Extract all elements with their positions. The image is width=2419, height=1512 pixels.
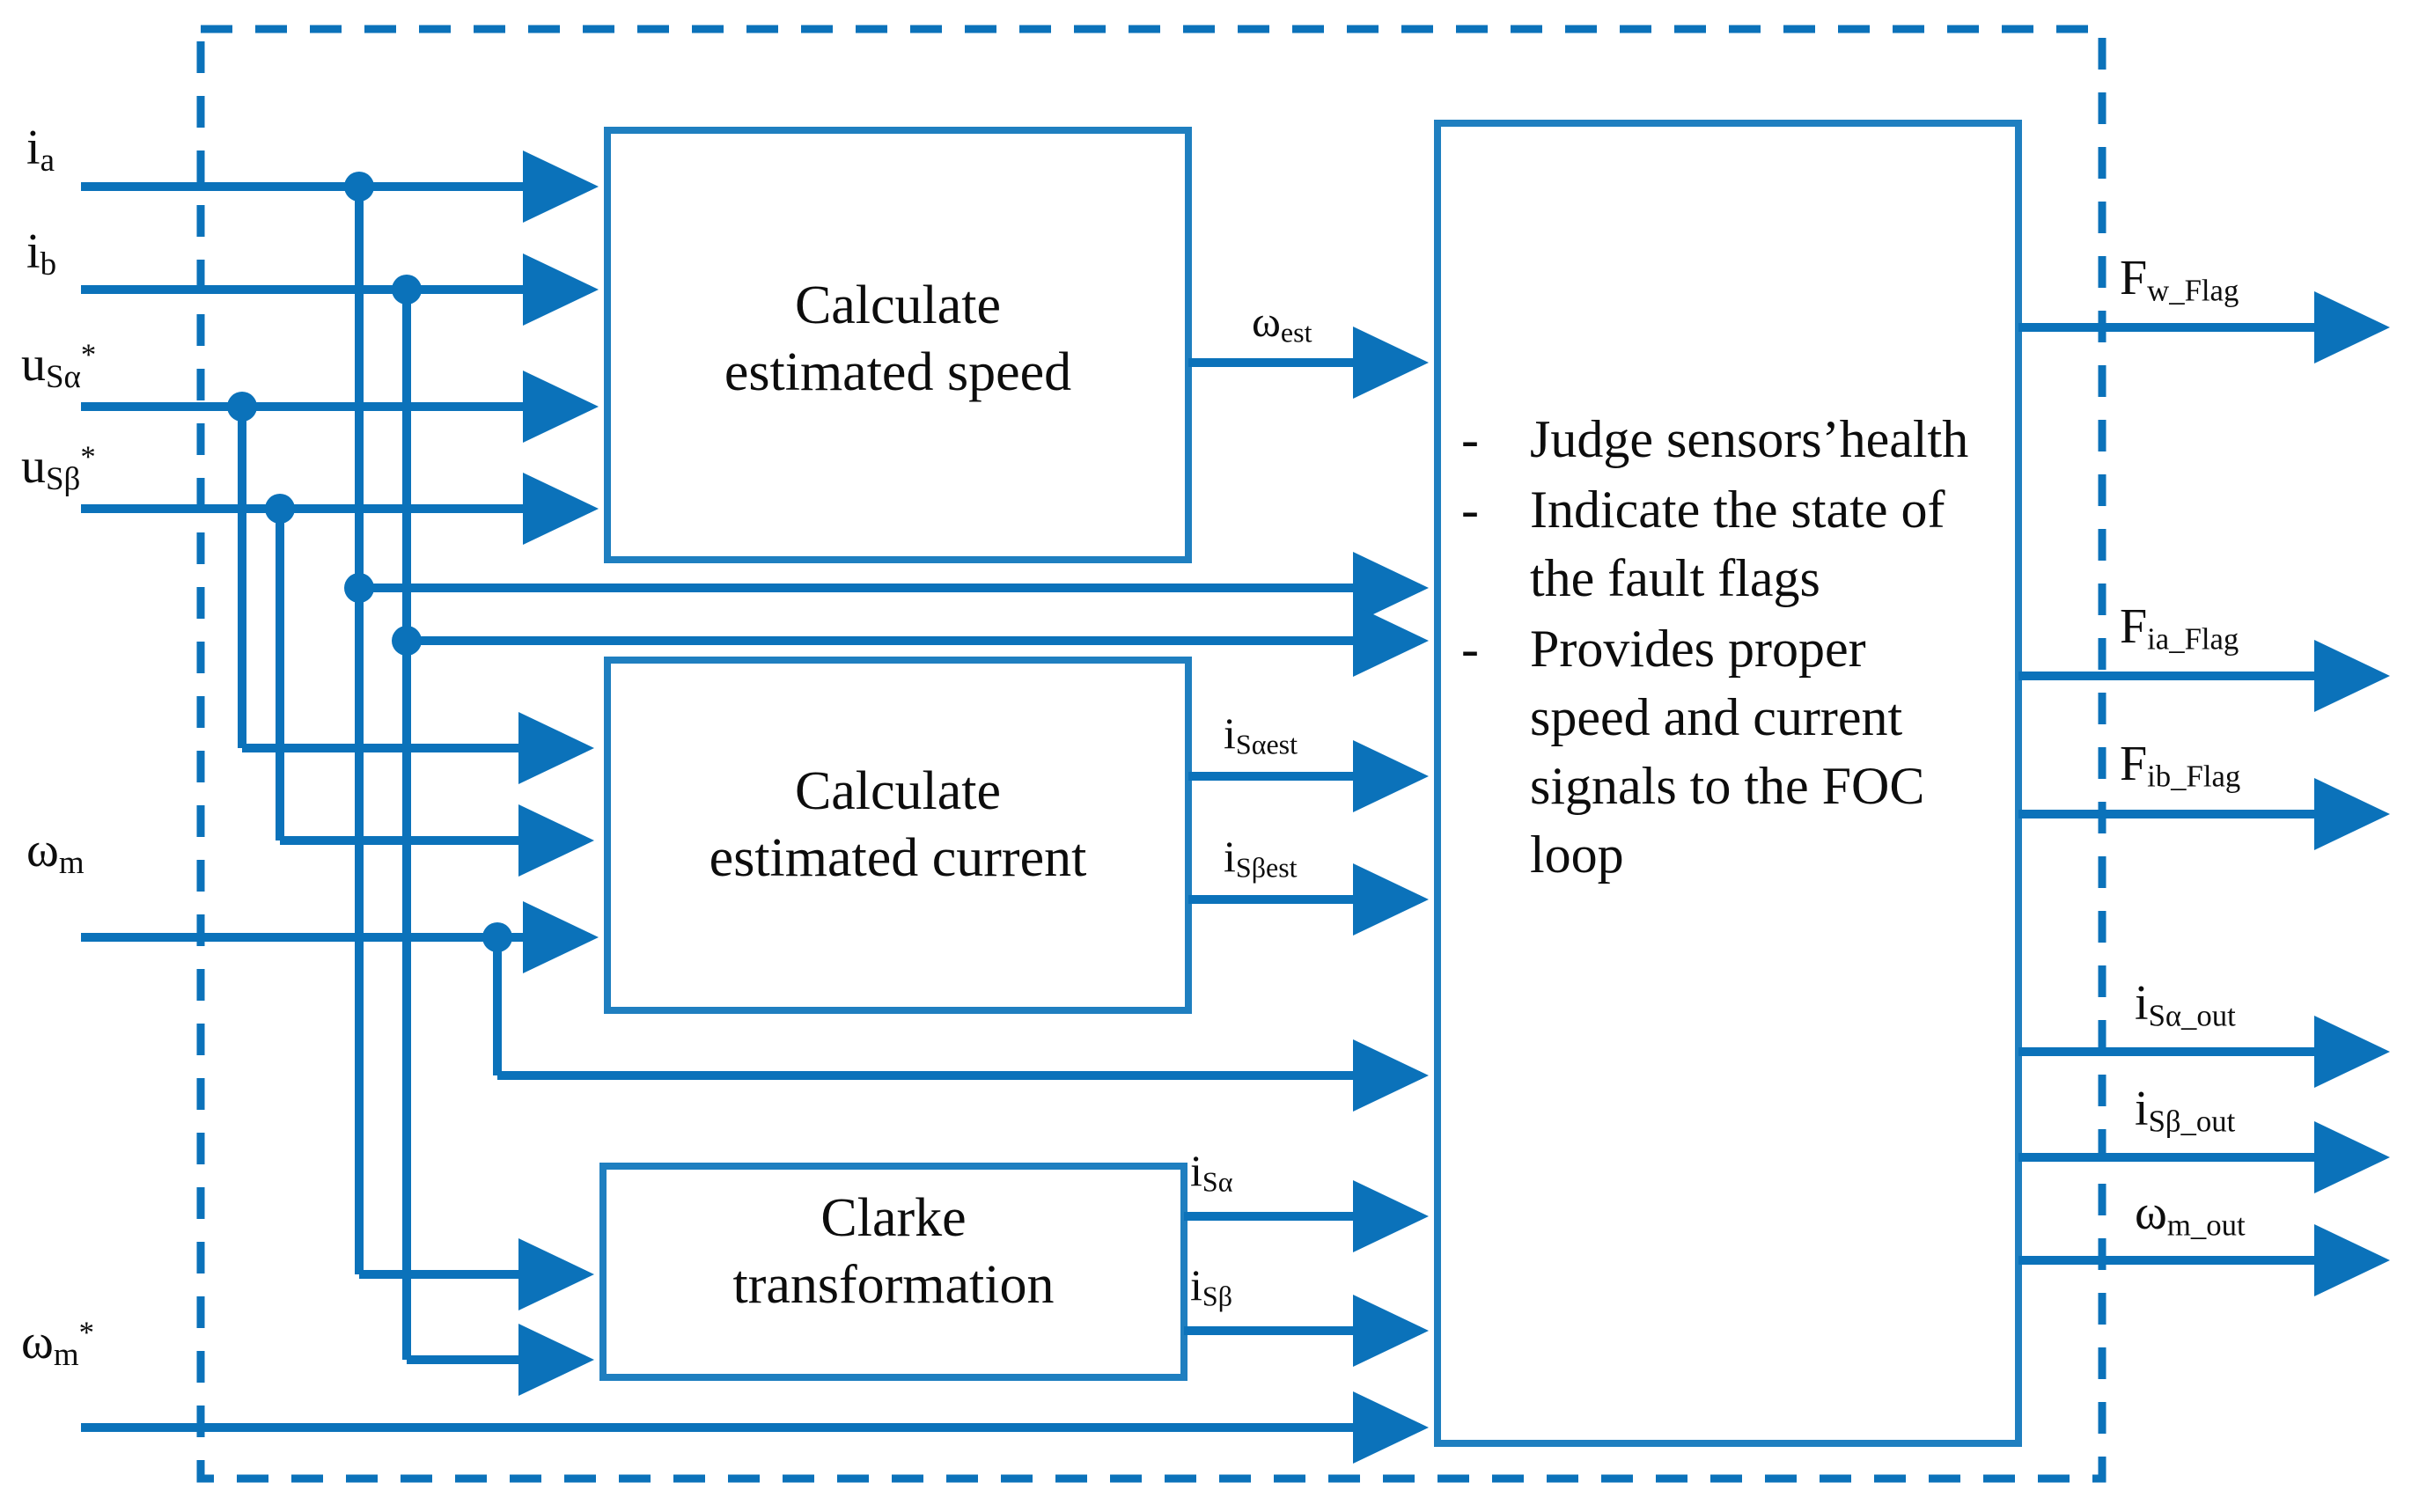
output-label-fw-flag: Fw_Flag <box>2120 251 2239 308</box>
junction-dot <box>392 626 422 656</box>
signal-label-isalpha-est: iSαest <box>1224 708 1298 760</box>
input-label-ib: ib <box>26 224 57 283</box>
bullet-marker-icon: - <box>1461 481 1479 539</box>
input-label-omega-m: ωm <box>26 823 85 881</box>
block-calculate-estimated-speed <box>604 127 1192 563</box>
signal-label-isbeta: iSβ <box>1190 1260 1232 1312</box>
junction-dot <box>392 275 422 305</box>
bullet-item-indicate-fault-flags: - Indicate the state of the fault flags <box>1461 475 1989 613</box>
junction-dot <box>344 172 374 202</box>
bullet-text: Provides proper speed and current signal… <box>1530 620 1925 884</box>
block-label-line-1: Calculate <box>794 761 1002 821</box>
block-label-calculate-estimated-speed: Calculate estimated speed <box>607 273 1188 406</box>
output-label-isbeta-out: iSβ_out <box>2135 1082 2236 1139</box>
block-label-line-1: Calculate <box>794 275 1002 335</box>
bullet-text: Indicate the state of the fault flags <box>1530 481 1945 607</box>
junction-dot <box>265 494 295 524</box>
input-label-omega-m-ref: ωm* <box>21 1315 94 1373</box>
junction-dot <box>344 573 374 603</box>
signal-label-omega-est: ωest <box>1252 297 1312 349</box>
block-label-line-1: Clarke <box>820 1188 967 1248</box>
block-label-line-2: estimated current <box>709 827 1087 888</box>
junction-dots <box>227 172 512 952</box>
block-label-line-2: estimated speed <box>724 341 1072 402</box>
bullet-item-provides-signals: - Provides proper speed and current sign… <box>1461 614 1989 889</box>
bullet-marker-icon: - <box>1461 410 1479 468</box>
junction-dot <box>227 392 257 422</box>
block-fault-logic <box>1434 120 2022 1447</box>
block-label-clarke-transformation: Clarke transformation <box>603 1185 1184 1318</box>
block-clarke-transformation <box>599 1163 1187 1381</box>
signal-label-isalpha: iSα <box>1190 1146 1233 1198</box>
fault-logic-bullet-list: - Judge sensors’health - Indicate the st… <box>1461 405 1989 891</box>
output-label-isalpha-out: iSα_out <box>2135 976 2236 1033</box>
block-label-line-2: transformation <box>732 1254 1055 1315</box>
bullet-item-judge-sensors-health: - Judge sensors’health <box>1461 405 1989 473</box>
output-label-omega-m-out: ωm_out <box>2135 1185 2246 1243</box>
block-calculate-estimated-current <box>604 657 1192 1014</box>
system-boundary <box>196 25 2107 1483</box>
input-label-usalpha-ref: uSα* <box>21 337 97 395</box>
bullet-text: Judge sensors’health <box>1530 410 1969 468</box>
output-label-fib-flag: Fib_Flag <box>2120 737 2241 794</box>
input-label-ia: ia <box>26 121 55 179</box>
signal-label-isbeta-est: iSβest <box>1224 832 1298 884</box>
output-label-fia-flag: Fia_Flag <box>2120 599 2239 657</box>
input-label-usbeta-ref: uSβ* <box>21 439 96 497</box>
junction-dot <box>482 922 512 952</box>
block-label-calculate-estimated-current: Calculate estimated current <box>607 759 1188 892</box>
bullet-marker-icon: - <box>1461 620 1479 678</box>
